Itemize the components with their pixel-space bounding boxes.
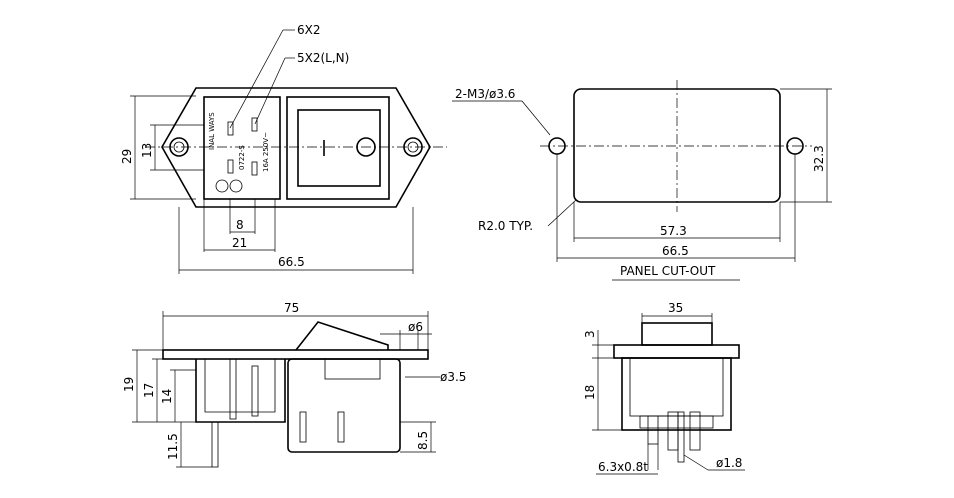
rating-label-panel	[203, 96, 281, 200]
side-housing-left	[195, 359, 286, 423]
end-body	[621, 357, 732, 431]
dim-8: 8	[236, 218, 244, 232]
dim-14: 14	[160, 389, 174, 404]
dim-66-5: 66.5	[278, 255, 305, 269]
callout-6x2: 6X2	[297, 23, 321, 37]
front-view-outline	[161, 87, 431, 208]
dim-21: 21	[232, 236, 247, 250]
end-flange	[613, 344, 740, 359]
side-pin	[211, 421, 219, 468]
panel-cutout-view: 2-M3/ø3.6 R2.0 TYP. 57.3 66.5 32.3 PANEL…	[452, 80, 832, 281]
end-pin	[677, 411, 685, 463]
rocker-actuator	[297, 109, 381, 187]
cert-mark-icon	[215, 179, 229, 193]
end-view: 35 3 18 6.3x0.8t ø1.8	[583, 301, 745, 475]
side-flange	[162, 349, 429, 360]
dim-17: 17	[142, 383, 156, 398]
dim-29: 29	[120, 149, 134, 164]
dim-13: 13	[140, 143, 154, 158]
label-line-3: 16A 250V~	[262, 132, 270, 172]
label-line-1: INAL WAYS	[208, 112, 216, 150]
dim-phi6: ø6	[408, 320, 423, 334]
off-symbol	[356, 137, 376, 157]
front-view: INAL WAYS 0722-S 16A 250V~ 6X2 5X2(L,N) …	[120, 23, 447, 274]
dim-75: 75	[284, 301, 299, 315]
dim-18: 18	[583, 385, 597, 400]
end-rocker	[641, 322, 713, 346]
label-line-2: 0722-S	[238, 145, 246, 170]
callout-radius: R2.0 TYP.	[478, 219, 533, 233]
dim-19: 19	[122, 377, 136, 392]
dim-3: 3	[583, 330, 597, 338]
rocker-bezel	[286, 96, 390, 200]
dim-66-5-cutout: 66.5	[662, 244, 689, 258]
dim-terminal: 6.3x0.8t	[598, 460, 648, 474]
dim-phi3-5: ø3.5	[440, 370, 466, 384]
callout-5x2: 5X2(L,N)	[297, 51, 349, 65]
dim-57-3: 57.3	[660, 224, 687, 238]
cert-mark-icon-2	[229, 179, 243, 193]
end-terminal	[647, 415, 659, 445]
side-rocker	[295, 321, 389, 351]
dim-35: 35	[668, 301, 683, 315]
dim-8-5: 8.5	[416, 431, 430, 450]
dim-phi1-8: ø1.8	[716, 456, 742, 470]
side-view: 75 ø6 ø3.5 19 17 14 11.5 8.5	[122, 301, 466, 468]
cutout-caption: PANEL CUT-OUT	[620, 264, 716, 278]
dim-11-5: 11.5	[166, 433, 180, 460]
dim-32-3: 32.3	[812, 145, 826, 172]
callout-holes: 2-M3/ø3.6	[455, 87, 515, 101]
